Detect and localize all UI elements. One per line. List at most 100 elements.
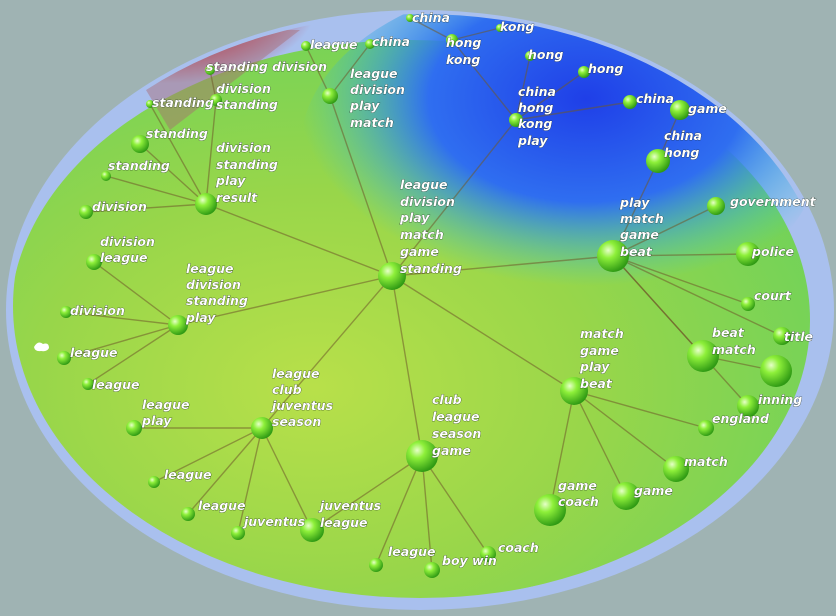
- node-label: police: [751, 244, 794, 259]
- node-n-match-right[interactable]: [663, 456, 689, 482]
- node-label: game: [620, 227, 659, 242]
- node-n-league-div-stand-play[interactable]: [168, 315, 188, 335]
- node-label: game: [580, 343, 619, 358]
- node-label: beat: [620, 244, 653, 259]
- node-label: match: [580, 326, 624, 341]
- node-n-china-right[interactable]: [623, 95, 637, 109]
- node-n-china-hong[interactable]: [646, 149, 670, 173]
- node-n-standing-division[interactable]: [205, 65, 215, 75]
- node-label: match: [712, 342, 756, 357]
- node-n-standing-l2[interactable]: [131, 135, 149, 153]
- node-n-league-b3[interactable]: [148, 476, 160, 488]
- node-n-division-league[interactable]: [86, 254, 102, 270]
- node-n-kong-top[interactable]: [496, 24, 504, 32]
- node-label: game: [432, 443, 471, 458]
- node-n-club-league-season-game[interactable]: [406, 440, 438, 472]
- node-label: juventus: [242, 514, 305, 529]
- node-n-hong-top[interactable]: [525, 51, 535, 61]
- node-n-match-game-play-beat[interactable]: [560, 377, 588, 405]
- node-n-div-stand-play-result[interactable]: [195, 193, 217, 215]
- node-n-title[interactable]: [773, 327, 791, 345]
- node-label: game: [634, 483, 673, 498]
- node-n-standing-l1[interactable]: [101, 171, 111, 181]
- node-n-league-b1[interactable]: [369, 558, 383, 572]
- node-n-china-hong-kong-play[interactable]: [509, 113, 523, 127]
- node-label: standing: [216, 97, 278, 112]
- node-n-league-l1[interactable]: [82, 378, 94, 390]
- node-label: play: [517, 133, 548, 148]
- labels-layer: leaguedivisionplaymatchgamestandingdivis…: [70, 10, 817, 569]
- node-label: division: [400, 194, 455, 209]
- edge-n-league-club-juventus-season-n-juventus: [237, 427, 263, 534]
- node-label: standing: [186, 293, 248, 308]
- node-n-league-b2[interactable]: [181, 507, 195, 521]
- node-label: play: [579, 359, 610, 374]
- node-label: standing division: [206, 59, 327, 74]
- node-n-juventus[interactable]: [231, 526, 245, 540]
- node-n-inning[interactable]: [737, 395, 759, 417]
- node-label: boy win: [442, 553, 497, 568]
- node-n-play-match-game-beat[interactable]: [597, 240, 629, 272]
- node-n-police[interactable]: [736, 242, 760, 266]
- node-n-court[interactable]: [741, 297, 755, 311]
- node-label: league: [400, 177, 448, 192]
- node-label: club: [432, 392, 462, 407]
- node-n-beat-match-ball[interactable]: [760, 355, 792, 387]
- node-label: league: [100, 250, 148, 265]
- edge-n-league-division-play-match-n-china-top: [329, 43, 371, 97]
- cursor-blob: [34, 342, 49, 352]
- node-label: match: [684, 454, 728, 469]
- node-n-league-l2[interactable]: [57, 351, 71, 365]
- node-label: play: [399, 210, 430, 225]
- node-label: game: [688, 101, 727, 116]
- node-n-hong-right[interactable]: [578, 66, 590, 78]
- node-n-division-l2[interactable]: [79, 205, 93, 219]
- node-n-division-standing[interactable]: [210, 94, 222, 106]
- node-n-game-coach[interactable]: [534, 494, 566, 526]
- node-label: game: [400, 244, 439, 259]
- node-label: play: [185, 310, 216, 325]
- node-n-game-right[interactable]: [670, 100, 690, 120]
- node-n-division-l1[interactable]: [60, 306, 72, 318]
- edge-n-play-match-game-beat-n-inning: [612, 255, 749, 407]
- node-n-league-top[interactable]: [301, 41, 311, 51]
- node-n-coach[interactable]: [480, 546, 496, 562]
- edge-n-china-hong-kong-play-n-china-right: [515, 101, 631, 121]
- node-n-league-division-play-match[interactable]: [322, 88, 338, 104]
- node-n-standing-division-l[interactable]: [146, 100, 154, 108]
- node-label: coach: [498, 540, 539, 555]
- node-n-china-top[interactable]: [365, 39, 375, 49]
- node-label: match: [350, 115, 394, 130]
- node-n-england[interactable]: [698, 420, 714, 436]
- node-label: result: [216, 190, 258, 205]
- node-label: league: [92, 377, 140, 392]
- edge-n-div-stand-play-result-n-standing-l1: [105, 175, 207, 205]
- edge-root-n-club-league-season-game: [391, 275, 423, 457]
- edge-root-n-league-club-juventus-season: [261, 275, 393, 429]
- node-label: china: [664, 128, 702, 143]
- node-n-game-bottom[interactable]: [612, 482, 640, 510]
- node-n-juventus-league[interactable]: [300, 518, 324, 542]
- node-label: juventus: [270, 398, 333, 413]
- node-n-government[interactable]: [707, 197, 725, 215]
- node-n-hong-kong[interactable]: [446, 34, 458, 46]
- node-label: beat: [580, 376, 613, 391]
- node-n-beat-match[interactable]: [687, 340, 719, 372]
- node-root[interactable]: [378, 262, 406, 290]
- node-label: juventus: [318, 498, 381, 513]
- node-n-league-club-juventus-season[interactable]: [251, 417, 273, 439]
- node-label: league: [272, 366, 320, 381]
- node-label: division: [92, 199, 147, 214]
- edge-n-league-div-stand-play-n-division-league: [93, 261, 179, 326]
- node-n-china-topmost[interactable]: [406, 14, 414, 22]
- node-label: division: [70, 303, 125, 318]
- node-label: china: [412, 10, 450, 25]
- edge-root-n-league-division-play-match: [329, 95, 393, 277]
- edge-n-league-club-juventus-season-n-league-b3: [153, 427, 263, 483]
- node-label: hong: [528, 47, 563, 62]
- edge-n-league-division-play-match-n-league-top: [305, 45, 331, 97]
- node-n-league-play[interactable]: [126, 420, 142, 436]
- node-n-boy-win[interactable]: [424, 562, 440, 578]
